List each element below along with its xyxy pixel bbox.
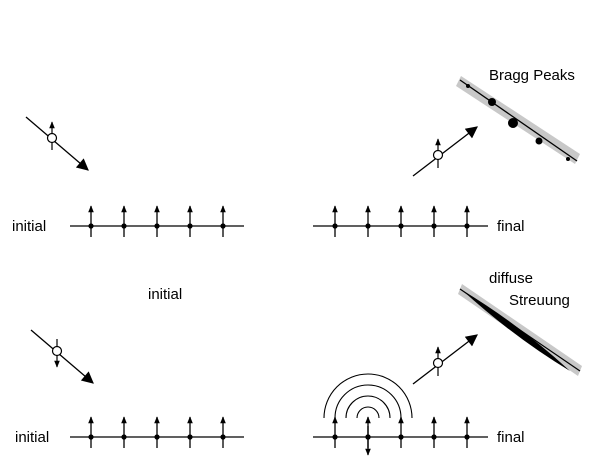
- scattered-neutron: [412, 334, 478, 385]
- spin-up-arrow: [187, 205, 193, 237]
- bragg-peak: [566, 157, 570, 161]
- bragg-peak: [508, 118, 518, 128]
- final-label: final: [497, 218, 525, 235]
- streuung-label: Streuung: [509, 292, 570, 309]
- bragg-peaks-label: Bragg Peaks: [489, 67, 575, 84]
- spin-up-arrow: [398, 205, 404, 237]
- spin-chain: [70, 416, 244, 448]
- bottom-left-panel: initial: [15, 329, 244, 448]
- spin-up-arrow: [88, 205, 94, 237]
- incident-beam-arrow: [25, 116, 89, 171]
- spin-up-arrow: [121, 416, 127, 448]
- spin-up-arrow: [154, 416, 160, 448]
- spin-up-arrow: [332, 205, 338, 237]
- incident-beam-arrow: [30, 329, 94, 384]
- spin-up-arrow: [121, 205, 127, 237]
- middle-initial-label: initial: [148, 286, 182, 303]
- bragg-peak: [466, 84, 470, 88]
- spin-wave-arcs: [323, 373, 413, 419]
- scattered-beam-arrow: [412, 126, 478, 177]
- screen-line: [459, 79, 578, 162]
- bottom-right-panel: final diffuse Streuung: [313, 270, 582, 456]
- neutron-circle: [46, 132, 58, 144]
- diffuse-label: diffuse: [489, 270, 533, 287]
- spin-up-arrow: [88, 416, 94, 448]
- diffuse-intensity: [462, 290, 570, 371]
- neutron-circle: [432, 357, 444, 369]
- spin-up-arrow: [431, 205, 437, 237]
- wave-arc: [345, 395, 391, 419]
- wave-arc: [334, 384, 402, 419]
- neutron-circle: [51, 345, 63, 357]
- spin-chain: [70, 205, 244, 237]
- top-right-panel: final Bragg Peaks: [313, 67, 580, 237]
- initial-label: initial: [12, 218, 46, 235]
- spin-down-arrow: [365, 426, 371, 456]
- wave-arc: [323, 373, 413, 419]
- spin-up-arrow: [398, 416, 404, 448]
- spin-up-arrow: [220, 416, 226, 448]
- bragg-peak: [488, 98, 496, 106]
- wave-arc: [356, 406, 380, 419]
- initial-label: initial: [15, 429, 49, 446]
- scattered-beam-arrow: [412, 334, 478, 385]
- top-left-panel: initial: [12, 116, 244, 237]
- spin-up-arrow: [154, 205, 160, 237]
- spin-up-arrow: [332, 416, 338, 448]
- incident-neutron: [25, 116, 89, 171]
- bragg-peak: [535, 137, 543, 145]
- spin-up-arrow: [220, 205, 226, 237]
- final-label: final: [497, 429, 525, 446]
- spin-chain: [313, 205, 488, 237]
- scattered-neutron: [412, 126, 478, 177]
- spin-up-arrow: [431, 416, 437, 448]
- bragg-screen: [456, 76, 580, 164]
- diffuse-screen: [458, 284, 582, 376]
- incident-neutron: [30, 329, 94, 384]
- spin-chain: [313, 416, 488, 456]
- spin-up-arrow: [464, 416, 470, 448]
- spin-up-arrow: [464, 205, 470, 237]
- spin-up-arrow: [365, 205, 371, 237]
- neutron-circle: [432, 149, 444, 161]
- spin-up-arrow: [187, 416, 193, 448]
